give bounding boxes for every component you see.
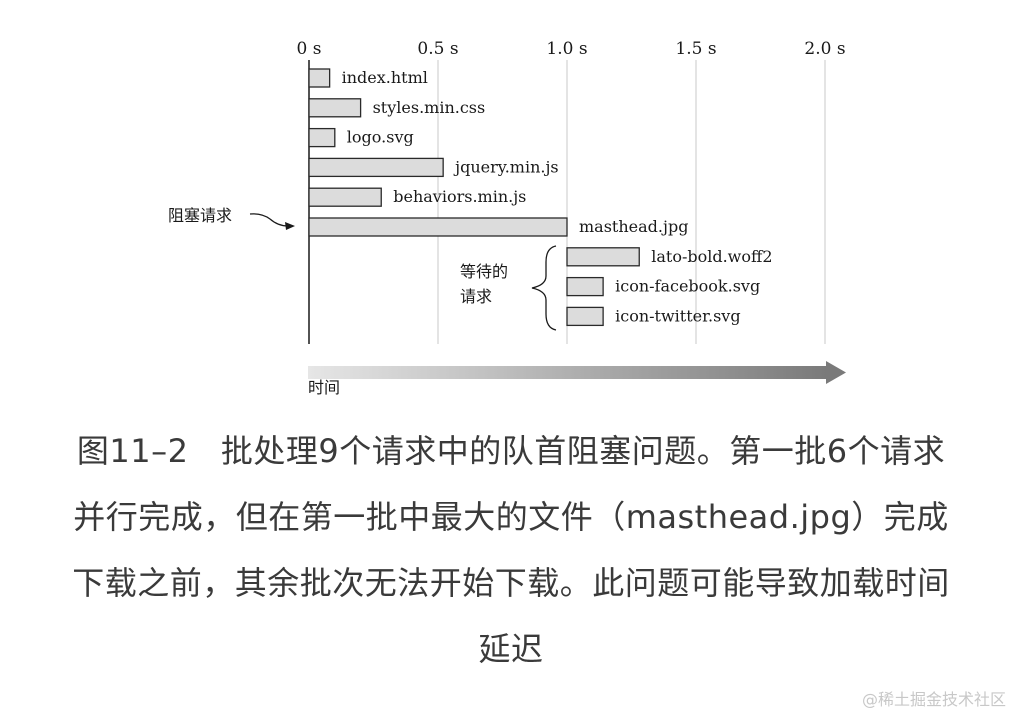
- bar-label: lato-bold.woff2: [651, 247, 772, 266]
- blocking-arrow-line: [249, 213, 289, 227]
- bar: [566, 306, 604, 327]
- bar: [308, 127, 336, 148]
- bar: [566, 247, 640, 267]
- waiting-annotation-line2: 请求: [460, 287, 492, 306]
- x-tick-label: 0.5 s: [417, 39, 458, 59]
- caption-line-1: 图11–2 批处理9个请求中的队首阻塞问题。第一批6个请求: [76, 432, 946, 470]
- x-tick-label: 2.0 s: [804, 39, 845, 59]
- x-axis-ticks: 0 s 0.5 s 1.0 s 1.5 s 2.0 s: [297, 39, 846, 59]
- bars: index.html styles.min.css logo.svg jquery.m…: [308, 68, 773, 327]
- bar-label: logo.svg: [347, 128, 414, 147]
- bar-label: icon-twitter.svg: [615, 306, 740, 325]
- time-arrow-head: [826, 361, 846, 384]
- bar-label: masthead.jpg: [579, 217, 688, 236]
- bar: [308, 98, 362, 118]
- blocking-arrow-head: [285, 222, 295, 230]
- bar-label: styles.min.css: [373, 98, 486, 117]
- waiting-annotation-line1: 等待的: [460, 262, 508, 281]
- bar-label: index.html: [342, 68, 428, 87]
- bar: [308, 157, 444, 178]
- watermark: @稀土掘金技术社区: [861, 690, 1006, 709]
- time-axis-label: 时间: [308, 378, 340, 397]
- bar: [308, 187, 382, 207]
- time-arrow-shaft: [308, 366, 828, 379]
- bar-label: jquery.min.js: [453, 157, 558, 176]
- waiting-brace: [531, 245, 557, 331]
- bar-label: icon-facebook.svg: [615, 277, 760, 296]
- caption-line-4: 延迟: [478, 630, 544, 668]
- grid-lines: [437, 60, 826, 344]
- x-tick-label: 0 s: [297, 39, 322, 59]
- figure-caption: 图11–2 批处理9个请求中的队首阻塞问题。第一批6个请求 并行完成，但在第一批…: [20, 418, 1002, 682]
- caption-line-2: 并行完成，但在第一批中最大的文件（masthead.jpg）完成: [73, 498, 949, 536]
- x-tick-label: 1.0 s: [546, 39, 587, 59]
- x-tick-label: 1.5 s: [675, 39, 716, 59]
- bar: [308, 68, 331, 88]
- bar: [566, 276, 604, 297]
- caption-line-3: 下载之前，其余批次无法开始下载。此问题可能导致加载时间: [72, 564, 950, 602]
- blocking-annotation: 阻塞请求: [168, 206, 232, 225]
- bar-label: behaviors.min.js: [393, 187, 526, 206]
- timeline-chart: 0 s 0.5 s 1.0 s 1.5 s 2.0 s index.html styles…: [168, 39, 846, 397]
- bar: [308, 217, 568, 237]
